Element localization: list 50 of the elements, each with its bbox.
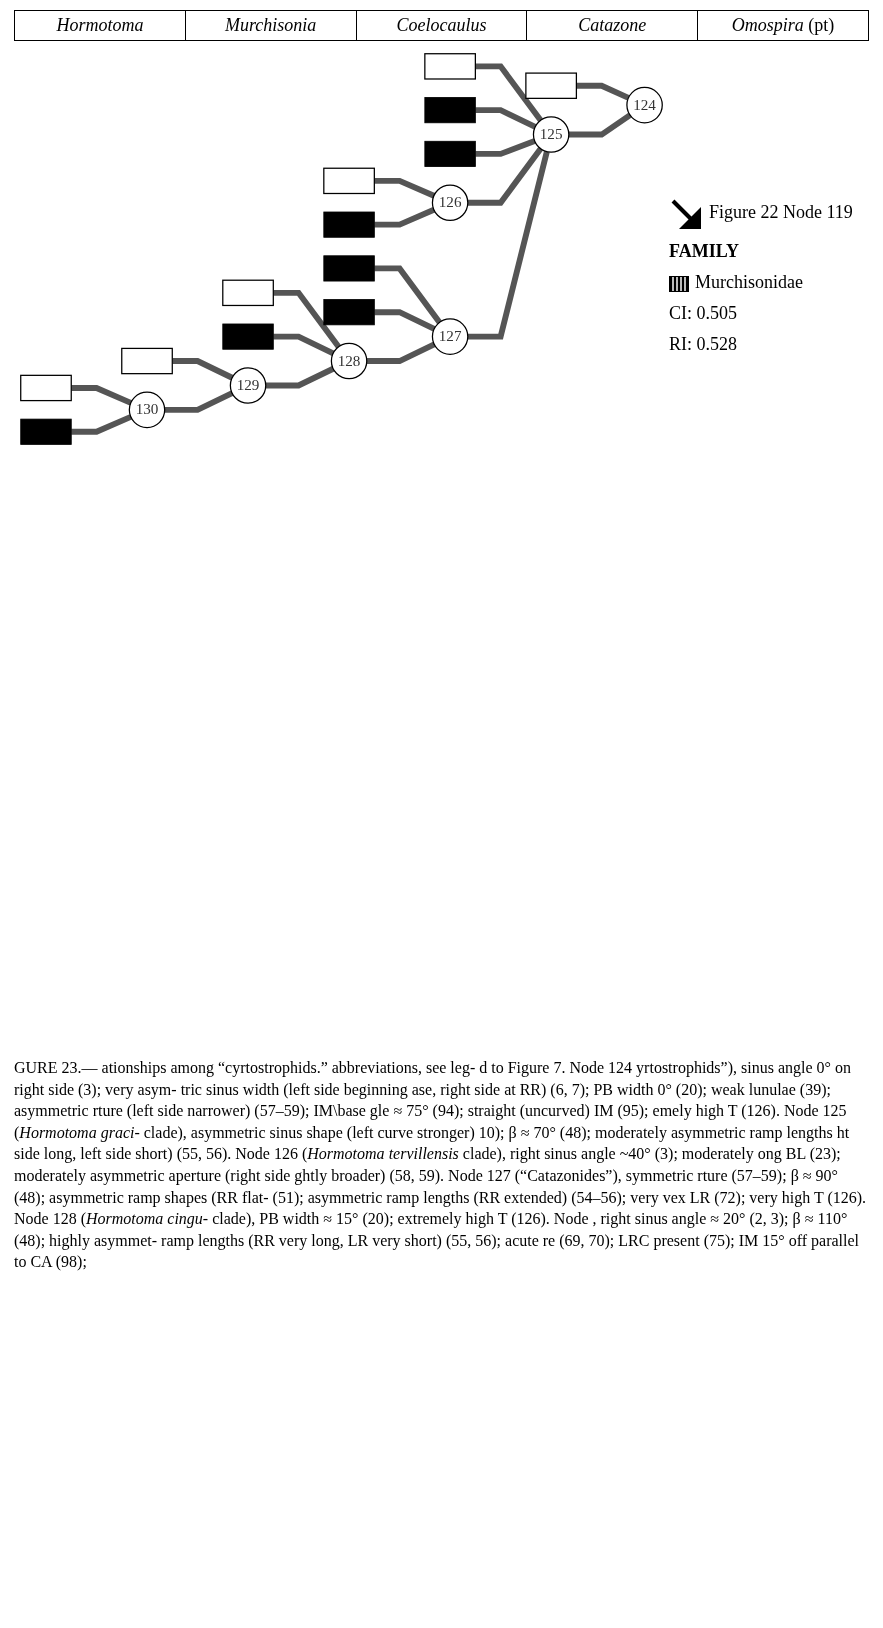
node-box [222, 323, 274, 350]
legend-title: FAMILY [669, 241, 740, 262]
index-value: RI: 0.528 [669, 334, 738, 355]
connector [71, 414, 132, 435]
genus-label: Murchisonia [185, 11, 357, 40]
connector [467, 151, 550, 340]
connector [374, 177, 436, 199]
genus-label: Hormotoma [15, 11, 186, 40]
connector [467, 147, 543, 206]
node-box [424, 53, 476, 80]
connector [576, 82, 630, 101]
index-value: CI: 0.505 [669, 303, 738, 324]
connector [273, 289, 341, 349]
figure-caption: GURE 23.— ationships among “cyrtostrophids.” abbreviations, see leg- d to Figure 7. Node 124 yrtostrophids”), sinus angle 0° on right side (3); very asym- tric sinus width (left side beginning ase, right side at RR) (6, 7); PB width 0° (20); weak lunulae (39); asymmetric rture (left side narrower) (57–59); IM\base gle ≈ 75° (94); straight (uncurved) IM (95); emely high T (126). Node 125 (Hormotoma graci- clade), asymmetric sinus shape (left curve stronger) 10); β ≈ 70° (48); moderately asymmetric ramp lengths ht side long, left side short) (55, 56). Node 126 (Hormotoma tervillensis clade), right sinus angle ~40° (3); moderately ong BL (23); moderately asymmetric aperture (right side ghtly broader) (58, 59). Node 127 (“Catazonides”), symmetric rture (57–59); β ≈ 90° (48); asymmetric ramp shapes (RR flat- (51); asymmetric ramp lengths (RR extended) (54–56); very vex LR (72); very high T (126). Node 128 (Hormotoma cingu- clade), PB width ≈ 15° (20); extremely high T (126). Node , right sinus angle ≈ 20° (2, 3); β ≈ 110° (48); highly asymmet- ramp lengths (RR very long, LR very short) (55, 56); acute re (69, 70); LRC present (75); IM 15° off parallel to CA (98); [14, 1058, 868, 1273]
connector [475, 107, 537, 130]
node-box [323, 299, 375, 326]
connector [374, 309, 436, 332]
node-box [323, 211, 375, 238]
node-box [525, 72, 577, 99]
node-box [222, 279, 274, 307]
connector [164, 390, 234, 413]
node-circle: 127 [431, 318, 469, 355]
connector [273, 333, 335, 356]
connector [374, 207, 436, 228]
node-box [121, 347, 173, 375]
connector [265, 366, 335, 389]
connector [475, 63, 543, 123]
connector [475, 138, 536, 157]
connector [568, 112, 632, 138]
legend-text: Murchisonidae [695, 272, 803, 292]
node-box [20, 418, 72, 445]
connector [366, 341, 436, 364]
node-circle: 126 [431, 184, 469, 222]
connector [374, 265, 442, 325]
node-circle: 130 [128, 391, 166, 429]
node-box [20, 374, 72, 402]
node-circle: 128 [330, 342, 368, 380]
node-circle: 125 [532, 116, 570, 153]
node-box [424, 140, 476, 167]
node-circle: 124 [626, 86, 663, 124]
node-box [323, 167, 375, 195]
connector [71, 385, 132, 406]
genus-label: Omospira (pt) [730, 14, 836, 37]
genus-label: Coelocaulus [356, 11, 528, 40]
node-box [424, 97, 476, 124]
genus-label: Catazone [527, 11, 699, 40]
connector [172, 358, 234, 381]
node-circle: 129 [229, 367, 267, 404]
reference-note: Figure 22 Node 119 [709, 202, 853, 223]
node-box [323, 255, 375, 282]
